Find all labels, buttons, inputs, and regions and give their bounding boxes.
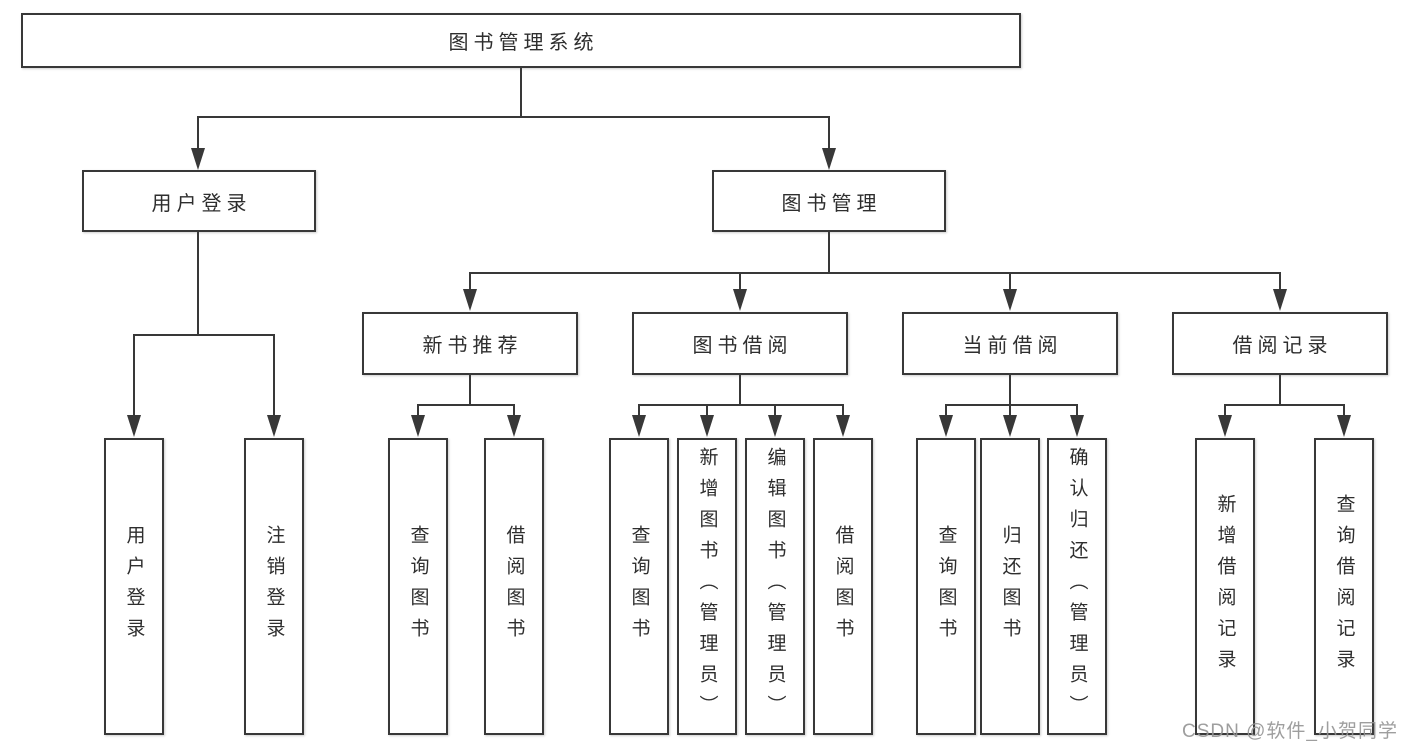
node-label: 新书推荐 <box>422 335 523 357</box>
node-label: 归还图书 <box>999 524 1021 649</box>
leaf-borrow-books-recommend: 借阅图书 <box>484 438 544 735</box>
node-book-borrow: 图书借阅 <box>632 312 848 375</box>
leaf-query-books-current: 查询图书 <box>916 438 976 735</box>
node-label: 图书管理系统 <box>448 32 599 54</box>
node-root-library-system: 图书管理系统 <box>21 13 1021 68</box>
node-label: 查询图书 <box>407 524 429 649</box>
node-label: 注销登录 <box>263 524 285 649</box>
leaf-query-borrow-record: 查询借阅记录 <box>1314 438 1374 735</box>
node-current-borrow: 当前借阅 <box>902 312 1118 375</box>
leaf-return-book: 归还图书 <box>980 438 1040 735</box>
leaf-user-login: 用户登录 <box>104 438 164 735</box>
node-borrow-records: 借阅记录 <box>1172 312 1388 375</box>
leaf-add-book-admin: 新增图书（管理员） <box>677 438 737 735</box>
node-label: 借阅图书 <box>503 524 525 649</box>
node-book-management: 图书管理 <box>712 170 946 232</box>
leaf-add-borrow-record: 新增借阅记录 <box>1195 438 1255 735</box>
leaf-confirm-return-admin: 确认归还（管理员） <box>1047 438 1107 735</box>
node-label: 编辑图书（管理员） <box>764 447 786 726</box>
node-label: 查询图书 <box>935 524 957 649</box>
leaf-logout: 注销登录 <box>244 438 304 735</box>
node-label: 图书借阅 <box>692 335 793 357</box>
node-label: 查询图书 <box>628 524 650 649</box>
node-user-login: 用户登录 <box>82 170 316 232</box>
leaf-query-books-recommend: 查询图书 <box>388 438 448 735</box>
node-label: 借阅记录 <box>1232 335 1333 357</box>
leaf-borrow-books: 借阅图书 <box>813 438 873 735</box>
leaf-query-books-borrow: 查询图书 <box>609 438 669 735</box>
node-label: 借阅图书 <box>832 524 854 649</box>
node-label: 新增借阅记录 <box>1214 493 1236 680</box>
node-label: 用户登录 <box>123 524 145 649</box>
leaf-edit-book-admin: 编辑图书（管理员） <box>745 438 805 735</box>
node-label: 新增图书（管理员） <box>696 447 718 726</box>
csdn-watermark: CSDN @软件_小贺同学 <box>1182 721 1398 742</box>
node-label: 用户登录 <box>151 192 252 215</box>
node-label: 查询借阅记录 <box>1333 493 1355 680</box>
node-label: 当前借阅 <box>962 335 1063 357</box>
node-new-book-recommend: 新书推荐 <box>362 312 578 375</box>
node-label: 图书管理 <box>781 192 882 215</box>
node-label: 确认归还（管理员） <box>1066 447 1088 726</box>
